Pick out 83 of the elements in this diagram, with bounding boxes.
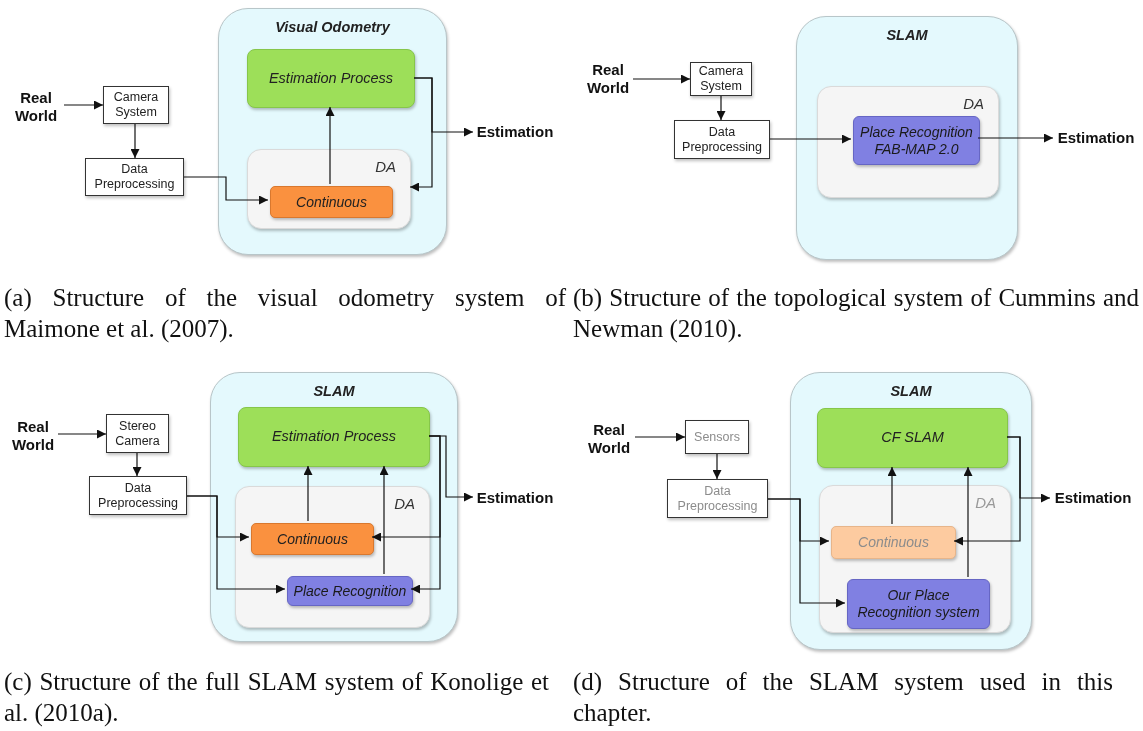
process-box	[847, 579, 990, 629]
input-output-label: Real World	[583, 60, 633, 98]
process-box	[238, 407, 430, 467]
process-box	[287, 576, 413, 606]
box-label: Estimation Process	[270, 428, 398, 446]
arrow	[887, 466, 897, 525]
process-box	[103, 86, 169, 124]
group-title: DA	[394, 495, 415, 513]
process-box	[106, 414, 169, 453]
system-container	[218, 8, 447, 255]
group-title: DA	[375, 158, 396, 176]
box-label: Continuous	[276, 530, 349, 548]
process-box	[247, 49, 415, 108]
subfigure-caption: (a) Structure of the visual odometry system of Maimone et al. (2007).	[4, 283, 566, 344]
arrow	[953, 436, 1021, 546]
arrow	[183, 176, 269, 205]
box-label: Place Recognition	[292, 582, 408, 600]
process-box	[251, 523, 374, 555]
process-box	[89, 476, 187, 515]
group-panel	[817, 86, 999, 198]
arrow	[132, 452, 142, 477]
box-label: Our Place Recognition system	[856, 587, 981, 621]
arrow	[325, 106, 335, 185]
box-label: Data Preprocessing	[676, 483, 759, 514]
process-box	[831, 526, 956, 559]
box-label: Place Recognition FAB-MAP 2.0	[859, 123, 974, 158]
arrow	[57, 429, 107, 439]
process-box	[685, 420, 749, 454]
input-output-label: Estimation	[473, 121, 557, 143]
arrow	[963, 466, 973, 578]
arrow	[769, 134, 852, 144]
container-title: Visual Odometry	[274, 19, 391, 37]
input-output-label: Real World	[8, 417, 58, 455]
arrow	[303, 465, 313, 522]
arrow	[716, 95, 726, 121]
input-output-label: Estimation	[473, 487, 557, 509]
group-panel	[819, 485, 1011, 633]
container-title: SLAM	[312, 383, 356, 401]
box-label: Camera System	[697, 64, 745, 94]
input-output-label: Estimation	[1050, 487, 1136, 509]
input-output-label: Real World	[8, 88, 64, 126]
arrow	[712, 453, 722, 480]
arrow	[410, 435, 441, 594]
arrow	[977, 133, 1054, 143]
process-box	[817, 408, 1008, 468]
arrow	[767, 498, 846, 608]
box-label: Camera System	[112, 90, 160, 120]
box-label: Estimation Process	[267, 69, 395, 88]
box-label: Continuous	[857, 534, 930, 551]
process-box	[853, 116, 980, 165]
subfigure-caption: (c) Structure of the full SLAM system of Konolige et al. (2010a).	[4, 667, 549, 728]
process-box	[85, 158, 184, 196]
box-label: Stereo Camera	[114, 418, 161, 449]
arrow	[409, 77, 433, 192]
subfigure-caption: (b) Structure of the topological system of Cummins and Newman (2010).	[573, 283, 1139, 344]
container-title: SLAM	[889, 383, 933, 401]
box-label: Continuous	[295, 193, 368, 211]
arrow	[634, 432, 686, 442]
input-output-label: Real World	[583, 420, 635, 458]
system-container	[796, 16, 1018, 260]
container-title: SLAM	[885, 27, 929, 45]
system-container	[210, 372, 458, 642]
group-title: DA	[975, 494, 996, 512]
box-label: Sensors	[693, 429, 741, 445]
subfigure-caption: (d) Structure of the SLAM system used in this chapter.	[573, 667, 1113, 728]
box-label: CF SLAM	[880, 429, 945, 447]
group-title: DA	[963, 95, 984, 113]
process-box	[667, 479, 768, 518]
box-label: Data Preprocessing	[681, 124, 763, 155]
arrow	[379, 465, 389, 575]
box-label: Data Preprocessing	[97, 480, 179, 511]
box-label: Data Preprocessing	[93, 162, 176, 192]
process-box	[270, 186, 393, 218]
process-box	[674, 120, 770, 159]
arrow	[186, 495, 286, 594]
arrow	[632, 74, 691, 84]
arrow	[63, 100, 104, 110]
arrow	[130, 123, 140, 159]
group-panel	[235, 486, 430, 628]
group-panel	[247, 149, 411, 229]
system-container	[790, 372, 1032, 650]
input-output-label: Estimation	[1053, 127, 1139, 149]
process-box	[690, 62, 752, 96]
